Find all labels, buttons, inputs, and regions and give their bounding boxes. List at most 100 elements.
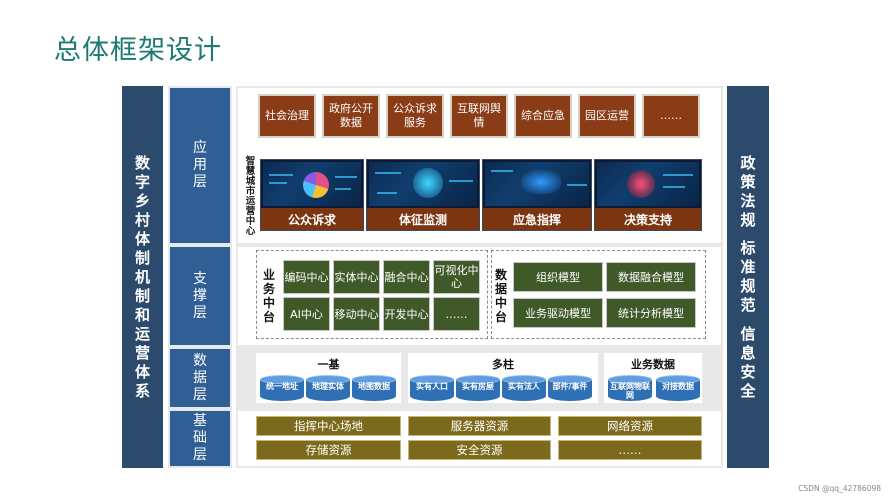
data-platform-title: 数据中台: [494, 268, 508, 324]
screen-decision-support: 决策支持: [594, 159, 702, 231]
db-cylinder-icon: 地理实体: [306, 375, 350, 403]
biz-box-more: ……: [433, 297, 480, 331]
base-command-center: 指挥中心场地: [256, 416, 401, 436]
db-label: 部件/事件: [552, 382, 588, 391]
biz-box-encoding: 编码中心: [283, 260, 330, 294]
base-network: 网络资源: [558, 416, 702, 436]
vertical-char: 中: [262, 296, 275, 310]
screen-emergency-command: 应急指挥: [482, 159, 592, 231]
vertical-char: 数: [193, 352, 207, 369]
db-label: 互联网物联网: [610, 382, 650, 400]
vertical-char: 台: [262, 310, 275, 324]
data-group-pillars-title: 多柱: [492, 358, 514, 371]
vertical-char: 准: [740, 258, 756, 276]
data-box-biz-model: 业务驱动模型: [513, 298, 603, 328]
vertical-char: 系: [134, 381, 150, 400]
vertical-char: 政: [740, 153, 756, 172]
vertical-char: 用: [193, 157, 207, 173]
app-box-more: ……: [642, 94, 700, 138]
vertical-char: 数: [134, 153, 150, 172]
vertical-char: 标: [740, 239, 756, 257]
biz-box-dev: 开发中心: [383, 297, 430, 331]
db-cylinder-icon: 实有人口: [410, 375, 454, 403]
vertical-char: 体: [134, 229, 150, 248]
vertical-char: 础: [193, 430, 207, 446]
vertical-char: 台: [494, 310, 507, 324]
vertical-char: 法: [740, 191, 756, 210]
vertical-char: 体: [134, 362, 150, 381]
db-label: 地图数据: [358, 382, 390, 391]
screen-caption: 公众诉求: [261, 208, 363, 230]
vertical-char: 策: [740, 172, 756, 191]
page-title: 总体框架设计: [54, 35, 222, 66]
vertical-char: 信: [740, 324, 756, 343]
app-box-internet-opinion: 互联网舆情: [450, 94, 508, 138]
base-storage: 存储资源: [256, 440, 401, 460]
vertical-char: 村: [134, 210, 150, 229]
right-band-standards: 政策法规 标准规范 信息安全: [727, 86, 769, 468]
data-box-fusion-model: 数据融合模型: [606, 262, 696, 292]
db-label: 实有法人: [508, 382, 540, 391]
db-cylinder-icon: 部件/事件: [548, 375, 592, 403]
layer-label-data: 数据层: [170, 349, 230, 407]
vertical-char: 制: [134, 248, 150, 267]
vertical-char: 务: [262, 282, 275, 296]
vertical-char: 撑: [193, 287, 207, 304]
screen-caption: 体征监测: [367, 208, 479, 230]
vertical-char: 基: [193, 413, 207, 429]
vertical-char: 字: [134, 172, 150, 191]
business-platform-title: 业务中台: [262, 268, 276, 324]
db-cylinder-icon: 统一地址: [260, 375, 304, 403]
biz-box-entity: 实体中心: [333, 260, 380, 294]
biz-box-fusion: 融合中心: [383, 260, 430, 294]
data-group-business-title: 业务数据: [631, 358, 675, 371]
vertical-char: 范: [740, 296, 756, 314]
app-box-emergency: 综合应急: [514, 94, 572, 138]
dashboard-image: [369, 162, 477, 206]
base-security: 安全资源: [408, 440, 551, 460]
screen-vital-monitor: 体征监测: [366, 159, 480, 231]
db-label: 统一地址: [266, 382, 298, 391]
db-cylinder-icon: 地图数据: [352, 375, 396, 403]
data-box-org-model: 组织模型: [513, 262, 603, 292]
db-cylinder-icon: 对接数据: [656, 375, 700, 403]
biz-box-ai: AI中心: [283, 297, 330, 331]
vertical-char: 营: [134, 343, 150, 362]
db-label: 实有房屋: [462, 382, 494, 391]
dashboard-image: [263, 162, 361, 206]
right-band-standards-spec: 标准规范: [740, 239, 755, 315]
layer-label-base: 基础层: [170, 411, 230, 466]
biz-box-mobile: 移动中心: [333, 297, 380, 331]
vertical-char: 全: [740, 381, 756, 400]
vertical-char: 应: [193, 140, 207, 156]
vertical-char: 和: [134, 305, 150, 324]
db-cylinder-icon: 实有房屋: [456, 375, 500, 403]
data-box-stats-model: 统计分析模型: [606, 298, 696, 328]
watermark: CSDN @qq_42786098: [798, 484, 881, 493]
base-server: 服务器资源: [408, 416, 551, 436]
screen-public-demand: 公众诉求: [260, 159, 364, 231]
vertical-char: 层: [193, 304, 207, 321]
vertical-char: 层: [193, 447, 207, 463]
db-label: 地理实体: [312, 382, 344, 391]
smart-center-label: 智慧城市运营中心: [245, 156, 256, 237]
vertical-char: 中: [494, 296, 507, 310]
vertical-char: 运: [134, 324, 150, 343]
app-box-social: 社会治理: [258, 94, 316, 138]
vertical-char: 据: [193, 369, 207, 386]
vertical-char: 安: [740, 362, 756, 381]
vertical-char: 据: [494, 282, 507, 296]
biz-box-visual: 可视化中心: [433, 260, 480, 294]
db-cylinder-icon: 实有法人: [502, 375, 546, 403]
vertical-char: 乡: [134, 191, 150, 210]
db-cylinder-icon: 互联网物联网: [608, 375, 652, 403]
vertical-char: 机: [134, 267, 150, 286]
vertical-char: 规: [740, 210, 756, 229]
vertical-char: 制: [134, 286, 150, 305]
left-band-operation-system: 数字乡村体制机制和运营体系: [122, 86, 163, 468]
app-box-park: 园区运营: [578, 94, 636, 138]
vertical-char: 规: [740, 277, 756, 295]
vertical-char: 业: [262, 268, 275, 282]
vertical-char: 息: [740, 343, 756, 362]
dashboard-image: [597, 162, 699, 206]
